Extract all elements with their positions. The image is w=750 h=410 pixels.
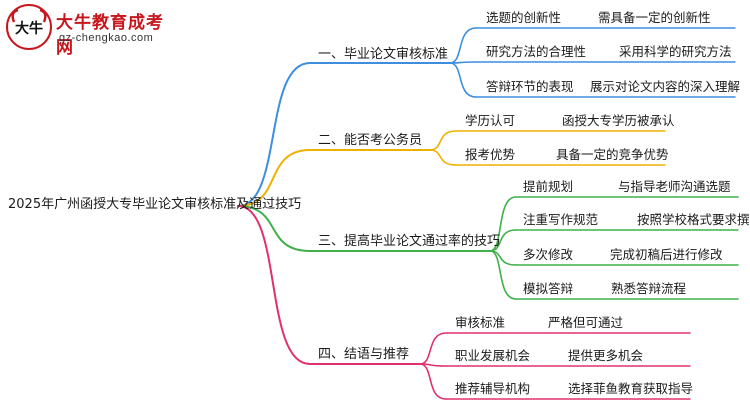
branch-1-label: 一、毕业论文审核标准 <box>318 47 449 62</box>
branch-1-leaf-1-connector <box>449 27 477 64</box>
root-topic: 2025年广州函授大专毕业论文审核标准及通过技巧 <box>8 197 302 212</box>
logo-mark-text: 大牛 <box>15 20 43 37</box>
branch-3-item-3-topic: 多次修改 <box>523 247 574 262</box>
branch-3-item-4-detail: 熟悉答辩流程 <box>611 281 687 296</box>
branch-1-item-1-detail: 需具备一定的创新性 <box>598 10 711 25</box>
branch-1-item-3-detail: 展示对论文内容的深入理解 <box>590 79 741 94</box>
branch-4-leaf-1-connector <box>419 332 447 365</box>
branch-3-item-2-detail: 按照学校格式要求撰写 <box>637 212 750 227</box>
branch-4-item-1-detail: 严格但可通过 <box>548 315 624 330</box>
logo-subtitle: gz-chengkao.com <box>59 32 154 44</box>
branch-4-item-1-topic: 审核标准 <box>455 315 506 330</box>
branch-4-item-2-detail: 提供更多机会 <box>568 348 644 363</box>
branch-2-item-1-topic: 学历认可 <box>465 113 516 128</box>
branch-3-item-1-topic: 提前规划 <box>523 179 574 194</box>
branch-4-item-3-detail: 选择菲鱼教育获取指导 <box>568 381 694 396</box>
branch-4-item-3-topic: 推荐辅导机构 <box>455 381 531 396</box>
branch-2-item-2-topic: 报考优势 <box>465 147 516 162</box>
branch-1-connector <box>237 62 311 207</box>
branch-2-label: 二、能否考公务员 <box>318 133 423 148</box>
branch-3-item-3-detail: 完成初稿后进行修改 <box>610 247 723 262</box>
branch-4-item-2-topic: 职业发展机会 <box>455 348 531 363</box>
bull-logo-icon: 大牛 <box>6 4 52 50</box>
branch-2-item-1-detail: 函授大专学历被承认 <box>562 113 675 128</box>
logo-title: 大牛教育成考网 <box>56 13 164 58</box>
branch-4-label: 四、结语与推荐 <box>318 347 410 362</box>
branch-3-leaf-2-connector <box>489 229 517 252</box>
branch-2-leaf-2-connector <box>429 149 457 166</box>
branch-1-item-1-topic: 选题的创新性 <box>486 10 562 25</box>
branch-3-item-4-topic: 模拟答辩 <box>523 281 574 296</box>
branch-3-leaf-1-connector <box>489 196 517 252</box>
branch-4-connector <box>237 205 311 365</box>
branch-2-connector <box>237 149 311 207</box>
branch-3-leaf-4-connector <box>489 250 517 300</box>
branch-3-connector <box>237 205 311 252</box>
branch-4-leaf-3-connector <box>419 363 447 400</box>
branch-3-item-1-detail: 与指导老师沟通选题 <box>618 179 731 194</box>
branch-3-label: 三、提高毕业论文通过率的技巧 <box>318 234 501 249</box>
branch-1-leaf-3-connector <box>449 62 477 98</box>
branch-1-item-2-topic: 研究方法的合理性 <box>486 44 587 59</box>
branch-1-item-2-detail: 采用科学的研究方法 <box>619 44 732 59</box>
branch-2-leaf-1-connector <box>429 130 457 151</box>
branch-3-item-2-topic: 注重写作规范 <box>523 212 599 227</box>
site-logo: 大牛 大牛教育成考网 gz-chengkao.com <box>4 2 174 58</box>
branch-2-item-2-detail: 具备一定的竞争优势 <box>556 147 669 162</box>
branch-1-item-3-topic: 答辩环节的表现 <box>486 79 574 94</box>
